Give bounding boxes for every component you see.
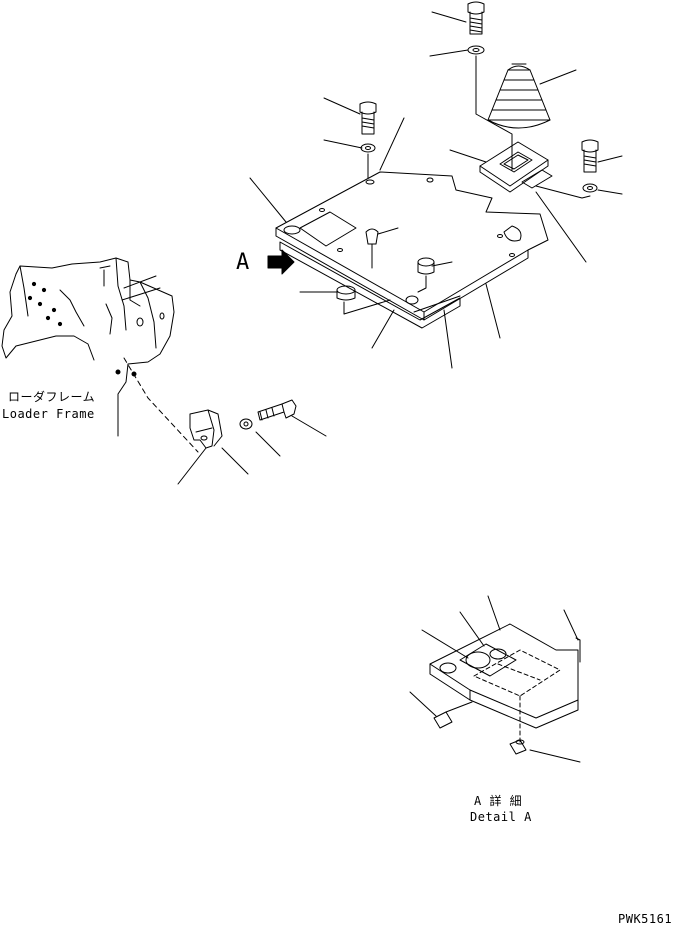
loader-frame-label-jp: ローダフレーム xyxy=(8,390,96,404)
detail-a xyxy=(409,595,581,763)
plate-hole xyxy=(509,253,515,257)
washer-left xyxy=(360,143,376,153)
detail-label-en: Detail A xyxy=(470,810,532,824)
plate-hole xyxy=(283,225,301,235)
floor-plate xyxy=(275,171,549,321)
bolt-bracket xyxy=(257,399,297,421)
leader-lines-bracket xyxy=(177,415,327,485)
drawing-code: PWK5161 xyxy=(618,912,673,926)
plate-hole xyxy=(365,179,375,185)
bracket xyxy=(189,409,223,449)
bottom-strip xyxy=(279,241,461,329)
loader-frame xyxy=(1,257,175,437)
washer-bracket xyxy=(239,418,253,430)
view-letter-a: A xyxy=(236,250,250,275)
plate-clip xyxy=(365,228,379,269)
rubber-mount xyxy=(336,285,391,315)
dashed-leader xyxy=(123,357,199,453)
rubber-mount xyxy=(417,257,435,293)
boot-cover xyxy=(479,141,553,193)
right-arrow-icon xyxy=(267,249,295,275)
leader-lines-main xyxy=(249,11,623,369)
loader-frame-label-en: Loader Frame xyxy=(2,407,95,421)
washer-top xyxy=(467,45,485,55)
bolt-top xyxy=(467,1,485,35)
floor-panel xyxy=(299,211,357,247)
bolt-left xyxy=(359,101,377,135)
plate-hole xyxy=(426,177,434,183)
rubber-boot xyxy=(487,63,551,129)
plate-hole xyxy=(319,208,325,212)
detail-label-jp: A 詳 細 xyxy=(474,794,523,808)
plate-hole xyxy=(497,234,503,238)
leader-line xyxy=(475,55,513,171)
plate-hole xyxy=(337,248,343,252)
washer-right xyxy=(582,183,598,193)
bolt-right xyxy=(581,139,599,173)
